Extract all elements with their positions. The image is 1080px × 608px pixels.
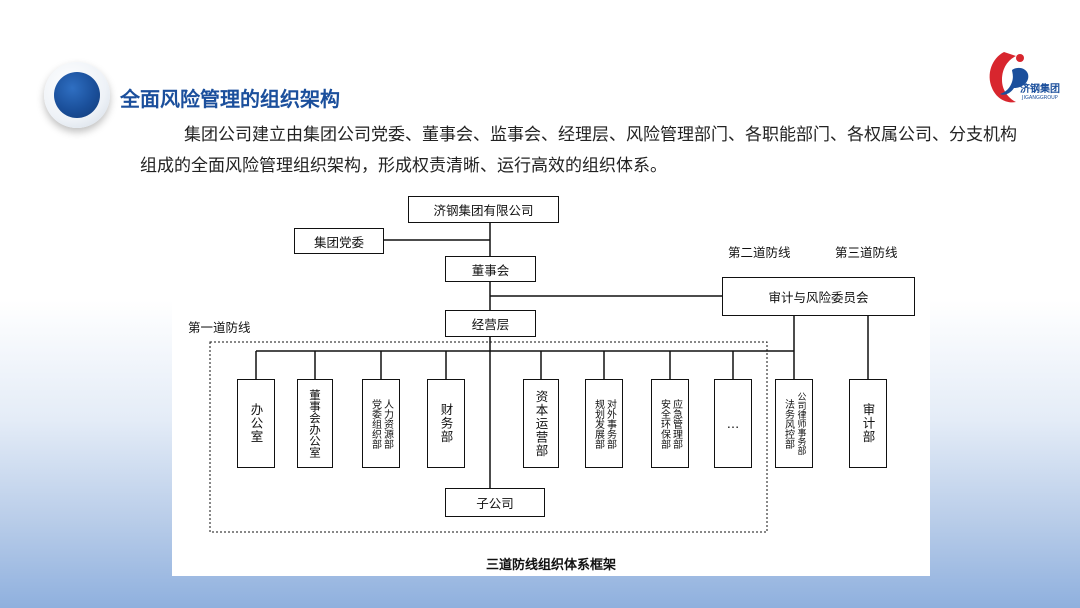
dept-finance: 财务部 — [427, 379, 465, 468]
dept-legal-risk: 法务风控部公司律师事务部 — [775, 379, 813, 468]
party-committee-box: 集团党委 — [294, 228, 384, 254]
root-company-box: 济钢集团有限公司 — [408, 196, 559, 223]
dept-party-hr: 党委组织部人力资源部 — [362, 379, 400, 468]
page-title: 全面风险管理的组织架构 — [120, 87, 340, 111]
third-line-label: 第三道防线 — [835, 245, 898, 260]
audit-risk-committee-box: 审计与风险委员会 — [722, 277, 915, 316]
logo-text: 济钢集团 — [1020, 84, 1060, 95]
org-chart: 济钢集团有限公司 集团党委 董事会 审计与风险委员会 经营层 子公司 第一道防线… — [172, 190, 930, 576]
logo-text-en: JIGANGGROUP — [1022, 95, 1058, 101]
dept-capital-operation: 资本运营部 — [523, 379, 559, 468]
dept-planning-external: 规划发展部对外事务部 — [585, 379, 623, 468]
subsidiary-box: 子公司 — [445, 488, 545, 517]
dept-board-office: 董事会办公室 — [297, 379, 333, 468]
board-box: 董事会 — [445, 256, 536, 282]
first-line-label: 第一道防线 — [188, 320, 251, 335]
org-chart-lines — [209, 223, 869, 533]
intro-paragraph: 集团公司建立由集团公司党委、董事会、监事会、经理层、风险管理部门、各职能部门、各… — [140, 120, 1025, 182]
section-badge — [44, 62, 110, 128]
dept-safety-emergency: 安全环保部应急管理部 — [651, 379, 689, 468]
dept-more: … — [714, 379, 752, 468]
dept-office: 办公室 — [237, 379, 275, 468]
dept-audit: 审计部 — [849, 379, 887, 468]
intro-text: 集团公司建立由集团公司党委、董事会、监事会、经理层、风险管理部门、各职能部门、各… — [140, 125, 1017, 176]
second-line-label: 第二道防线 — [728, 245, 791, 260]
section-badge-core — [54, 72, 100, 118]
management-box: 经营层 — [445, 310, 536, 337]
company-logo — [989, 52, 1029, 103]
diagram-caption: 三道防线组织体系框架 — [485, 558, 616, 573]
